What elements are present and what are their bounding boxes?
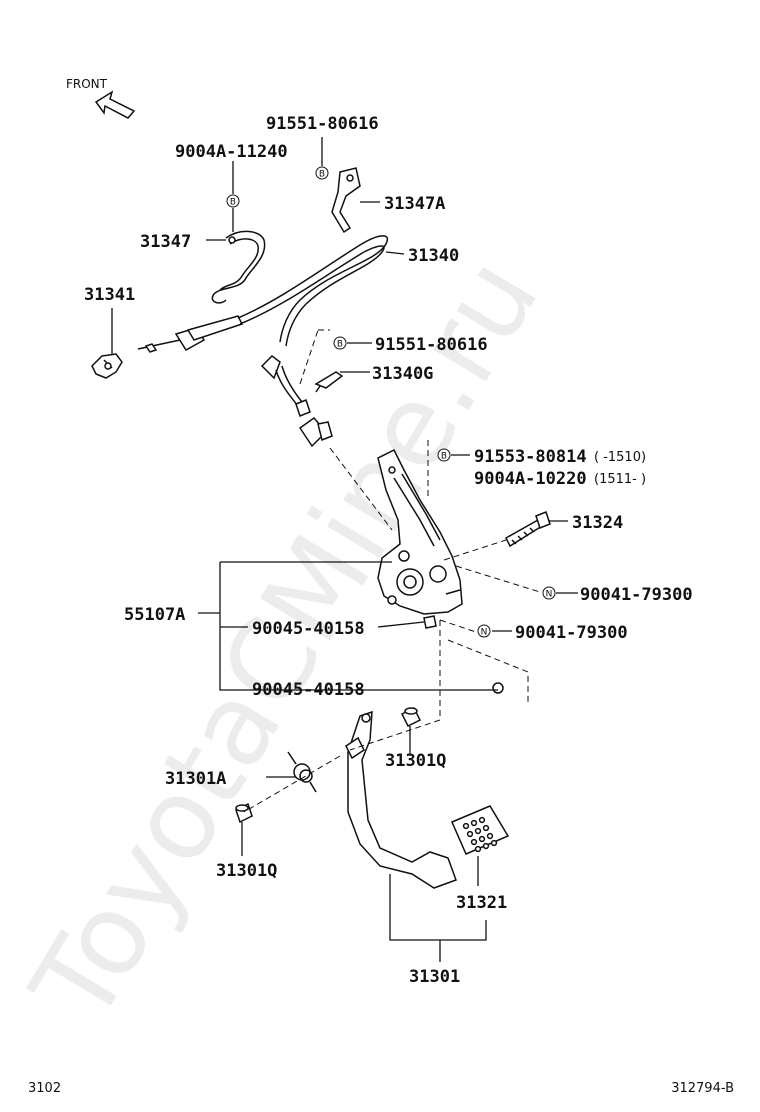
nut-part [423, 615, 504, 694]
label-90041-79300-b: 90041-79300 [515, 623, 628, 643]
marker-b-4: B [437, 448, 451, 462]
marker-b-letter: B [441, 452, 447, 462]
bushing-part [235, 706, 422, 824]
label-9004a-10220-range: (1511- ) [594, 472, 646, 487]
pedal-lever-part [345, 710, 457, 889]
front-arrow-icon [94, 90, 136, 119]
footer-diagram-code: 312794-B [671, 1081, 734, 1096]
assembly-lines [243, 329, 541, 813]
marker-b-letter: B [319, 170, 325, 180]
label-31341: 31341 [84, 285, 135, 305]
label-31301q-left: 31301Q [216, 861, 277, 881]
watermark: ToyotaCMine.ru [7, 237, 564, 1045]
label-90045-40158-b: 90045-40158 [252, 680, 365, 700]
label-91551-80616-top: 91551-80616 [266, 114, 379, 134]
label-31301a: 31301A [165, 769, 226, 789]
label-90045-40158-a: 90045-40158 [252, 619, 365, 639]
leader-lines [111, 137, 578, 962]
label-31340g: 31340G [372, 364, 433, 384]
label-91553-80814-range: ( -1510) [594, 450, 646, 465]
label-31321: 31321 [456, 893, 507, 913]
label-31301q-right: 31301Q [385, 751, 446, 771]
label-31347a: 31347A [384, 194, 445, 214]
label-9004a-10220: 9004A-10220 [474, 469, 587, 489]
marker-b-1: B [315, 166, 329, 180]
footer-page-number: 3102 [28, 1081, 61, 1096]
label-55107a: 55107A [124, 605, 185, 625]
pedal-bracket-part [377, 448, 463, 615]
marker-b-3: B [333, 336, 347, 350]
part-labels: 91551-80616 9004A-11240 31347A 31347 313… [84, 114, 693, 987]
marker-n-1: N [542, 586, 556, 600]
label-31301: 31301 [409, 967, 460, 987]
marker-n-letter: N [481, 628, 488, 638]
label-31347: 31347 [140, 232, 191, 252]
marker-n-2: N [477, 624, 491, 638]
marker-n-letter: N [546, 590, 553, 600]
label-31340: 31340 [408, 246, 459, 266]
bolt-part [505, 511, 551, 548]
label-90041-79300-a: 90041-79300 [580, 585, 693, 605]
label-31324: 31324 [572, 513, 623, 533]
label-91553-80814: 91553-80814 [474, 447, 587, 467]
marker-b-letter: B [230, 198, 236, 208]
pedal-pad-part [451, 805, 510, 855]
clip-part [211, 230, 266, 304]
marker-b-2: B [226, 194, 240, 208]
label-9004a-11240: 9004A-11240 [175, 142, 288, 162]
front-label: FRONT [66, 77, 108, 91]
front-indicator: FRONT [66, 77, 136, 119]
clevis-part [91, 353, 123, 379]
marker-b-letter: B [337, 340, 343, 350]
spring-part [287, 751, 317, 793]
cable-part [137, 235, 389, 448]
label-91551-80616-mid: 91551-80616 [375, 335, 488, 355]
cable-clip-part [314, 371, 344, 393]
bracket-part [331, 167, 361, 234]
